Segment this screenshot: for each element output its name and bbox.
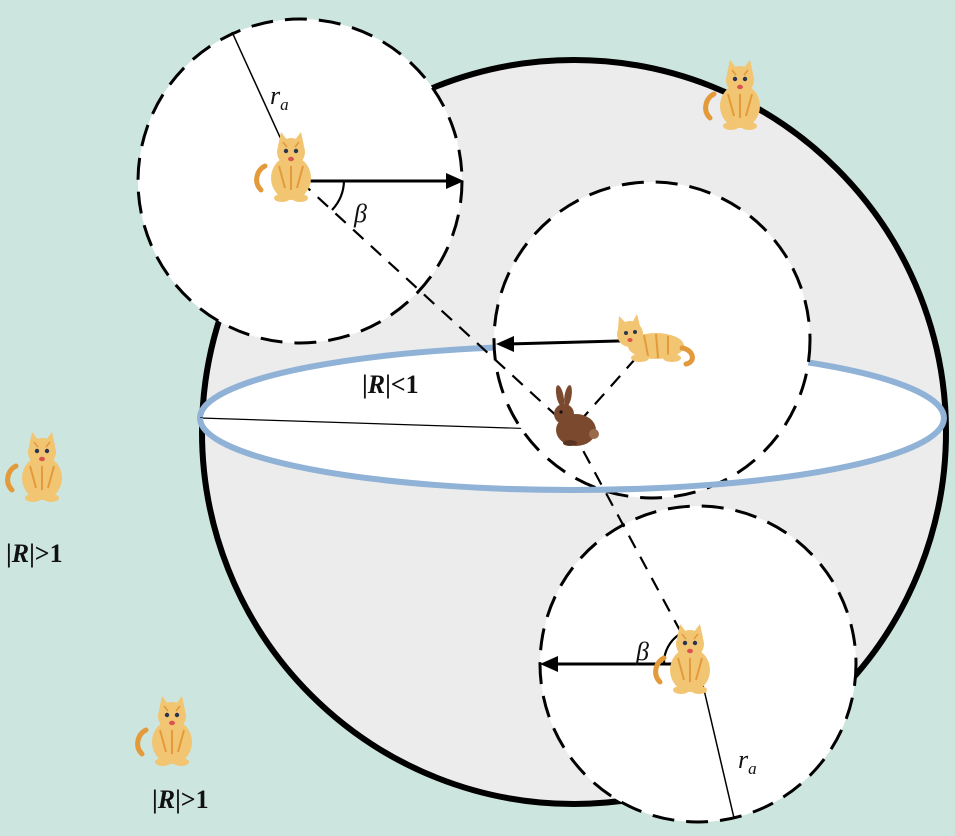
label-R-outside-left: |R|>1 (6, 539, 63, 568)
label-R-outside-bottom: |R|>1 (152, 785, 209, 814)
label-beta-top: β (353, 199, 367, 228)
dash-line-top-cat-to-prey (299, 180, 573, 431)
dash-line-middle-cat-to-prey (571, 339, 653, 431)
dash-line-prey-to-bottom-cat (571, 429, 699, 665)
sphere-radius-line (199, 417, 573, 431)
label-beta-bottom: β (635, 637, 649, 666)
angle-arc-top (331, 180, 346, 211)
label-ra-bottom: ra (738, 745, 757, 778)
equator-front-arc (197, 417, 947, 493)
heading-arrow-top (300, 173, 464, 189)
label-R-inside: |R|<1 (362, 370, 419, 399)
label-ra-top: ra (270, 81, 289, 114)
